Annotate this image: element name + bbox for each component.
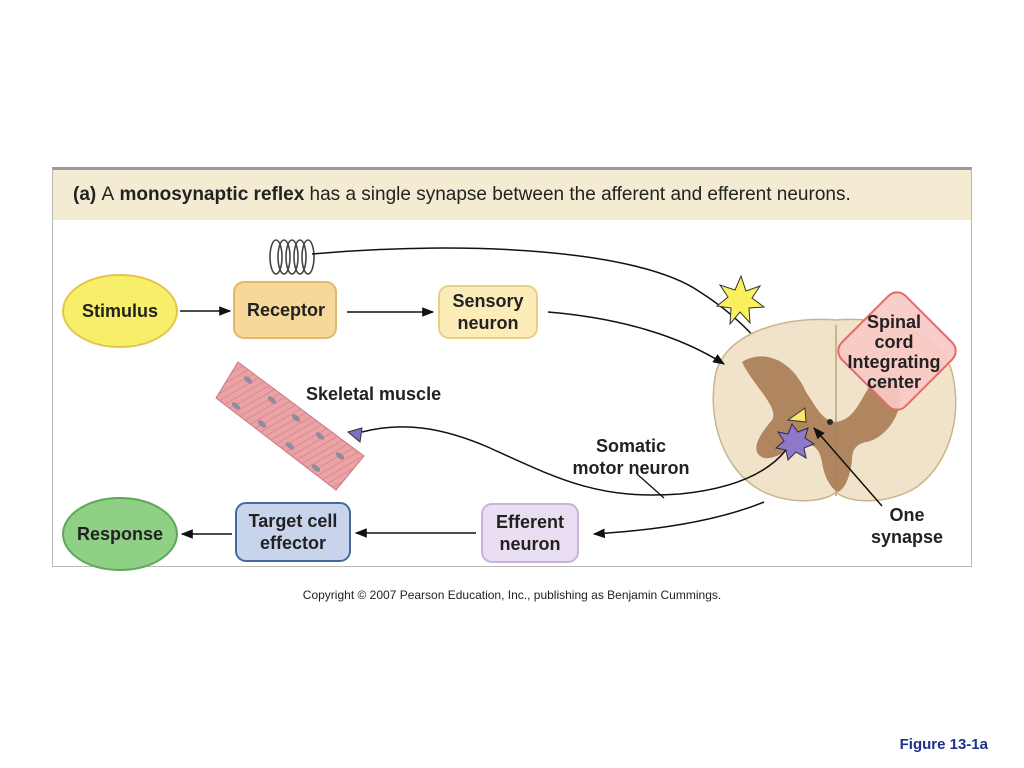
motor-neuron-body-icon	[774, 422, 816, 462]
somatic-motor-path	[361, 426, 787, 496]
target-effector-label-line2: effector	[260, 533, 326, 553]
stimulus-label: Stimulus	[82, 301, 158, 321]
title-emphasis: monosynaptic reflex	[119, 184, 305, 205]
title-article: A	[101, 184, 115, 205]
title-rest: has a single synapse between the afferen…	[309, 184, 851, 205]
star-stimulus-icon	[715, 274, 766, 326]
receptor-label: Receptor	[247, 300, 325, 320]
efferent-neuron-label-line1: Efferent	[496, 512, 564, 532]
sensory-neuron-node	[438, 285, 538, 339]
copyright-text: Copyright © 2007 Pearson Education, Inc.…	[302, 588, 722, 602]
sensory-neuron-label-line2: neuron	[458, 313, 519, 333]
reflex-diagram: Stimulus Receptor Sensory neuron Spinal …	[62, 239, 957, 571]
one-synapse-label-line1: One	[889, 505, 924, 525]
efferent-neuron-label-line2: neuron	[500, 534, 561, 554]
integrating-label-line4: center	[867, 372, 921, 392]
somatic-label-leader	[636, 473, 665, 499]
arrow-synapse-pointer	[813, 427, 883, 507]
receptor-node	[233, 281, 337, 339]
sensory-neuron-label-line1: Sensory	[452, 291, 523, 311]
stimulus-node	[62, 274, 178, 348]
target-effector-label-line1: Target cell	[249, 511, 338, 531]
somatic-motor-label-line2: motor neuron	[573, 458, 690, 478]
integrating-label-line3: Integrating	[848, 352, 941, 372]
efferent-neuron-node	[481, 503, 579, 563]
arrow-cord-efferent	[592, 501, 765, 539]
neuromuscular-terminal-icon	[346, 427, 363, 443]
arrow-sensory-cord	[547, 311, 726, 365]
response-label: Response	[77, 524, 163, 544]
skeletal-muscle-label: Skeletal muscle	[306, 384, 441, 404]
sensory-terminal-icon	[786, 407, 807, 423]
title-part: (a)	[73, 184, 97, 205]
integrating-label-line2: cord	[874, 332, 913, 352]
integrating-center-node	[837, 291, 957, 411]
response-node	[62, 497, 178, 571]
figure-title: (a) A monosynaptic reflex has a single s…	[53, 170, 971, 220]
receptor-coil-icon	[269, 239, 315, 275]
figure-number-label: Figure 13-1a	[899, 736, 988, 753]
one-synapse-label-line2: synapse	[871, 527, 943, 547]
somatic-motor-label-line1: Somatic	[596, 436, 666, 456]
integrating-label-line1: Spinal	[867, 312, 921, 332]
target-effector-node	[235, 502, 351, 562]
skeletal-muscle-icon	[215, 361, 365, 491]
